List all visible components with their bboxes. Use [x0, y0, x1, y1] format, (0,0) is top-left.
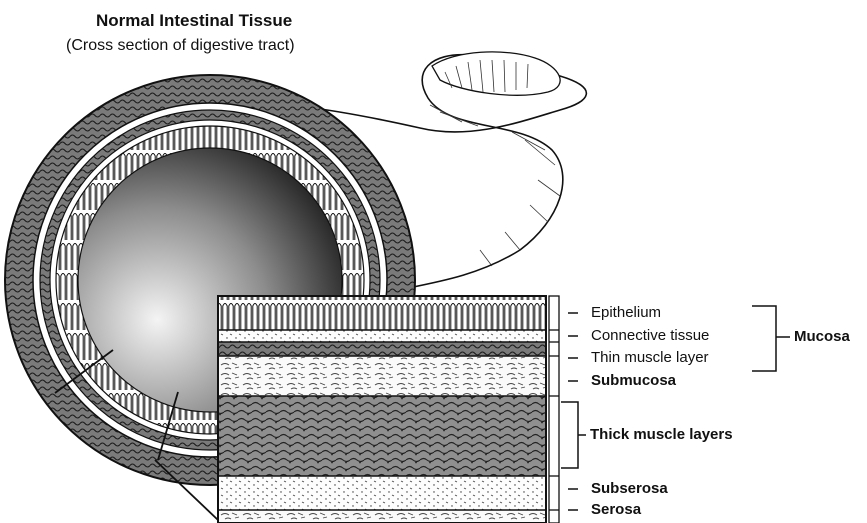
label-subserosa: Subserosa	[591, 481, 668, 497]
label-mucosa: Mucosa	[794, 329, 850, 345]
thick-muscle-bracket	[561, 402, 586, 468]
tissue-block	[218, 296, 546, 523]
label-thin-muscle-layer: Thin muscle layer	[591, 350, 709, 366]
label-epithelium: Epithelium	[591, 305, 661, 321]
layer-scale-bar	[549, 296, 559, 523]
label-thick-muscle-layers: Thick muscle layers	[590, 427, 733, 443]
mucosa-bracket	[752, 306, 790, 371]
label-serosa: Serosa	[591, 502, 641, 518]
label-connective-tissue: Connective tissue	[591, 328, 709, 344]
label-submucosa: Submucosa	[591, 373, 676, 389]
label-ticks	[568, 313, 578, 510]
